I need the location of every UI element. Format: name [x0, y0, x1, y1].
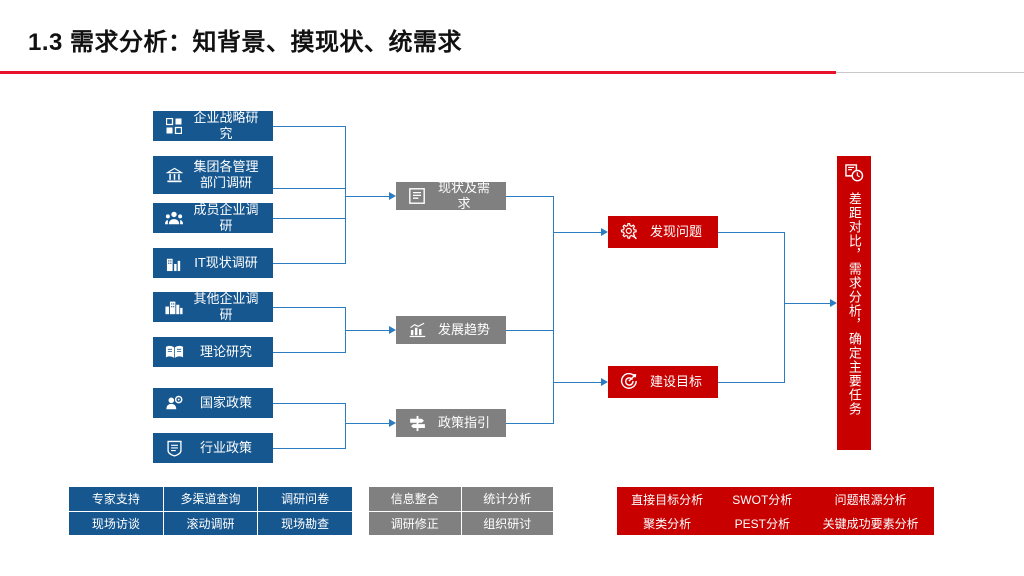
methods-table-red: 直接目标分析 SWOT分析 问题根源分析 聚类分析 PEST分析 关键成功要素分… [617, 487, 934, 535]
connector-line [345, 196, 389, 197]
table-cell[interactable]: 直接目标分析 [617, 487, 718, 511]
table-cell[interactable]: 调研修正 [369, 511, 461, 535]
table-cell[interactable]: 关键成功要素分析 [807, 511, 934, 535]
table-cell[interactable]: 统计分析 [461, 487, 553, 511]
policy-shield-icon [161, 435, 187, 461]
connector-line [553, 232, 601, 233]
document-lines-icon [404, 183, 430, 209]
table-cell[interactable]: PEST分析 [717, 511, 808, 535]
target-arrow-icon [616, 369, 642, 395]
connector-line [273, 403, 345, 404]
node-summary-gap-analysis[interactable]: 差距对比，需求分析，确定主要任务 [837, 156, 871, 450]
connector-line [273, 126, 345, 127]
node-construction-goal[interactable]: 建设目标 [608, 366, 718, 398]
server-chart-icon [161, 250, 187, 276]
node-label: 企业战略研究 [193, 109, 259, 141]
open-book-icon [161, 339, 187, 365]
node-label: 其他企业调研 [193, 290, 259, 322]
node-member-enterprise-research[interactable]: 成员企业调研 [153, 201, 273, 233]
node-label: 成员企业调研 [193, 201, 259, 233]
connector-line [506, 196, 553, 197]
node-label: 理论研究 [199, 343, 252, 359]
connector-line [784, 232, 785, 383]
connector-arrow [389, 192, 396, 200]
connector-arrow [830, 299, 837, 307]
connector-line [784, 303, 830, 304]
connector-line [273, 307, 345, 308]
bar-chart-trend-icon [404, 317, 430, 343]
connector-line [273, 218, 345, 219]
table-cell[interactable]: 问题根源分析 [807, 487, 934, 511]
node-label: IT现状调研 [194, 254, 258, 270]
node-status-and-demand[interactable]: 现状及需求 [396, 179, 506, 211]
gear-search-icon [616, 219, 642, 245]
node-development-trend[interactable]: 发展趋势 [396, 316, 506, 344]
connector-line [506, 330, 553, 331]
connector-arrow [601, 228, 608, 236]
node-industry-policy[interactable]: 行业政策 [153, 433, 273, 463]
table-cell[interactable]: 调研问卷 [258, 487, 352, 511]
connector-line [345, 330, 389, 331]
node-national-policy[interactable]: 国家政策 [153, 388, 273, 418]
connector-line [345, 126, 346, 264]
connector-line [273, 188, 345, 189]
grid-squares-icon [161, 113, 187, 139]
node-discover-problems[interactable]: 发现问题 [608, 216, 718, 248]
connector-arrow [389, 326, 396, 334]
title-underline-gray [836, 72, 1024, 73]
table-cell[interactable]: 现场勘查 [258, 511, 352, 535]
connector-line [345, 423, 389, 424]
document-clock-icon [844, 164, 864, 186]
node-label: 现状及需求 [437, 179, 490, 211]
node-enterprise-strategy[interactable]: 企业战略研究 [153, 109, 273, 141]
node-label: 建设目标 [649, 373, 702, 389]
connector-line [718, 232, 784, 233]
node-group-dept-research[interactable]: 集团各管理 部门调研 [153, 156, 273, 194]
methods-table-blue: 专家支持 多渠道查询 调研问卷 现场访谈 滚动调研 现场勘查 [69, 487, 352, 535]
node-theory-research[interactable]: 理论研究 [153, 337, 273, 367]
connector-line [345, 403, 346, 449]
node-policy-guidance[interactable]: 政策指引 [396, 409, 506, 437]
connector-line [273, 352, 345, 353]
connector-arrow [601, 378, 608, 386]
table-cell[interactable]: 聚类分析 [617, 511, 718, 535]
table-cell[interactable]: 组织研讨 [461, 511, 553, 535]
connector-line [273, 448, 345, 449]
connector-line [718, 382, 784, 383]
connector-line [553, 196, 554, 424]
table-cell[interactable]: 多渠道查询 [163, 487, 258, 511]
node-label: 国家政策 [199, 394, 252, 410]
table-cell[interactable]: 专家支持 [69, 487, 163, 511]
node-label: 发展趋势 [437, 321, 490, 337]
methods-table-gray: 信息整合 统计分析 调研修正 组织研讨 [369, 487, 553, 535]
table-cell[interactable]: 滚动调研 [163, 511, 258, 535]
node-label: 行业政策 [199, 439, 252, 455]
node-label: 发现问题 [649, 223, 702, 239]
people-group-icon [161, 205, 187, 231]
node-it-status-research[interactable]: IT现状调研 [153, 248, 273, 278]
table-cell[interactable]: 信息整合 [369, 487, 461, 511]
title-underline-red [0, 71, 836, 74]
connector-line [553, 382, 601, 383]
connector-line [273, 263, 345, 264]
table-cell[interactable]: SWOT分析 [717, 487, 808, 511]
city-buildings-icon [161, 294, 187, 320]
connector-arrow [389, 419, 396, 427]
signpost-icon [404, 410, 430, 436]
node-other-enterprise-research[interactable]: 其他企业调研 [153, 290, 273, 322]
bank-building-icon [161, 162, 187, 188]
page-title: 1.3 需求分析：知背景、摸现状、统需求 [28, 29, 463, 56]
table-cell[interactable]: 现场访谈 [69, 511, 163, 535]
node-label: 集团各管理 部门调研 [193, 158, 259, 190]
node-label: 政策指引 [437, 414, 490, 430]
node-label: 差距对比，需求分析，确定主要任务 [846, 192, 862, 416]
people-settings-icon [161, 390, 187, 416]
connector-line [506, 423, 553, 424]
